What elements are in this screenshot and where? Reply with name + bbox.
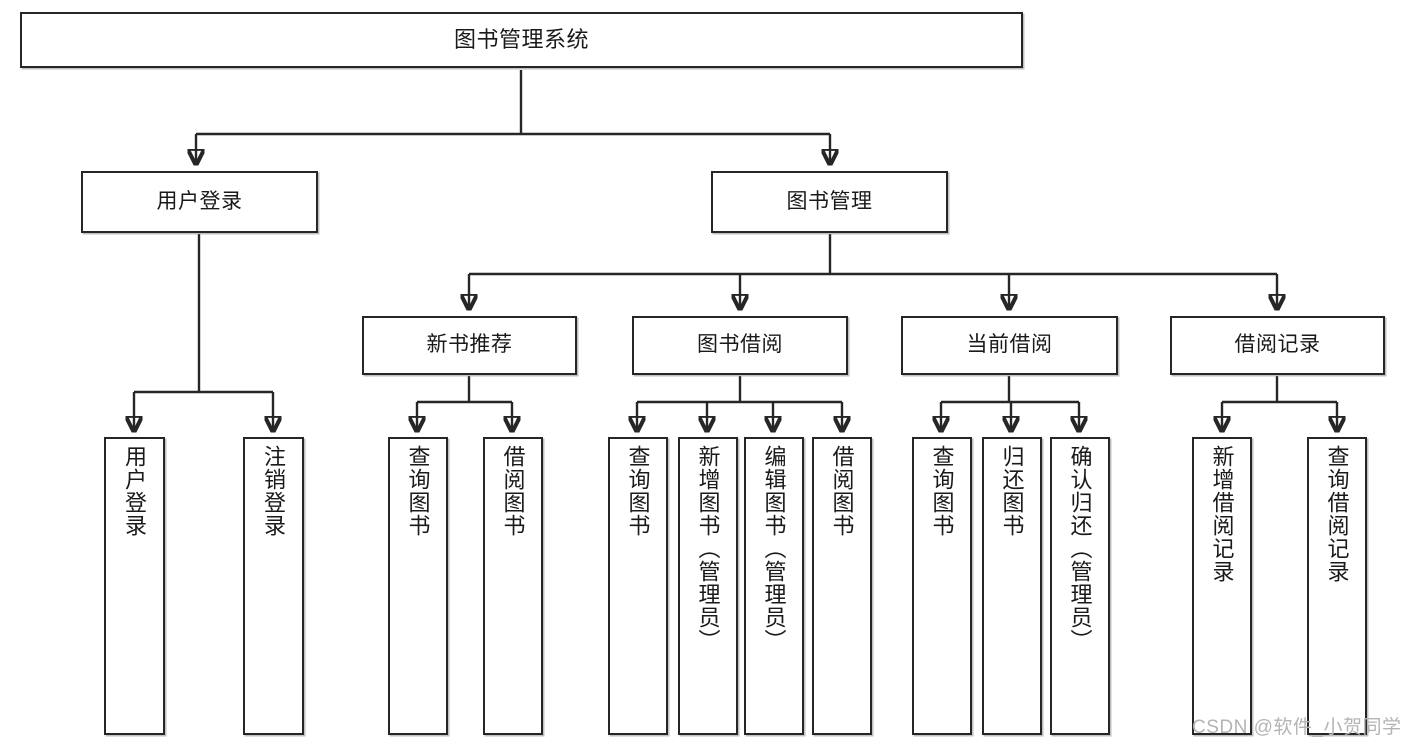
- watermark: CSDN @软件_小贺同学: [1192, 717, 1402, 738]
- leaf-query-borrow-record[interactable]: 查询借阅记录: [1307, 437, 1367, 735]
- node-label: 归还图书: [999, 445, 1025, 537]
- node-label: 新增图书（管理员）: [695, 445, 721, 652]
- node-label: 图书管理系统: [453, 27, 589, 53]
- node-label: 查询图书: [405, 445, 431, 537]
- node-label: 用户登录: [122, 445, 148, 537]
- node-label: 当前借阅: [966, 333, 1053, 357]
- node-borrow-record[interactable]: 借阅记录: [1170, 316, 1385, 375]
- leaf-confirm-return-admin[interactable]: 确认归还（管理员）: [1050, 437, 1110, 735]
- node-label: 确认归还（管理员）: [1067, 445, 1093, 652]
- node-label: 图书管理: [786, 189, 873, 213]
- node-new-book-recommend[interactable]: 新书推荐: [362, 316, 577, 375]
- node-label: 借阅记录: [1234, 333, 1321, 357]
- node-label: 编辑图书（管理员）: [761, 445, 787, 652]
- node-user-login[interactable]: 用户登录: [81, 171, 318, 233]
- node-label: 借阅图书: [829, 445, 855, 537]
- node-label: 借阅图书: [500, 445, 526, 537]
- node-label: 查询借阅记录: [1324, 445, 1350, 583]
- node-label: 图书借阅: [697, 333, 783, 357]
- leaf-query-book-current[interactable]: 查询图书: [912, 437, 972, 735]
- leaf-return-book[interactable]: 归还图书: [982, 437, 1042, 735]
- leaf-add-borrow-record[interactable]: 新增借阅记录: [1192, 437, 1252, 735]
- node-book-borrow[interactable]: 图书借阅: [632, 316, 848, 375]
- node-label: 注销登录: [261, 445, 287, 537]
- node-label: 新增借阅记录: [1209, 445, 1235, 583]
- node-current-borrow[interactable]: 当前借阅: [901, 316, 1118, 375]
- leaf-logout-login[interactable]: 注销登录: [243, 437, 304, 735]
- leaf-user-login[interactable]: 用户登录: [104, 437, 165, 735]
- leaf-query-book-recommend[interactable]: 查询图书: [388, 437, 448, 735]
- node-label: 查询图书: [929, 445, 955, 537]
- leaf-borrow-book[interactable]: 借阅图书: [812, 437, 872, 735]
- node-label: 查询图书: [625, 445, 651, 537]
- leaf-edit-book-admin[interactable]: 编辑图书（管理员）: [744, 437, 804, 735]
- node-book-management[interactable]: 图书管理: [711, 171, 948, 233]
- node-root-system[interactable]: 图书管理系统: [20, 12, 1023, 68]
- leaf-add-book-admin[interactable]: 新增图书（管理员）: [678, 437, 738, 735]
- leaf-borrow-book-recommend[interactable]: 借阅图书: [483, 437, 543, 735]
- node-label: 用户登录: [156, 189, 243, 213]
- leaf-query-book-borrow[interactable]: 查询图书: [608, 437, 668, 735]
- node-label: 新书推荐: [426, 333, 513, 357]
